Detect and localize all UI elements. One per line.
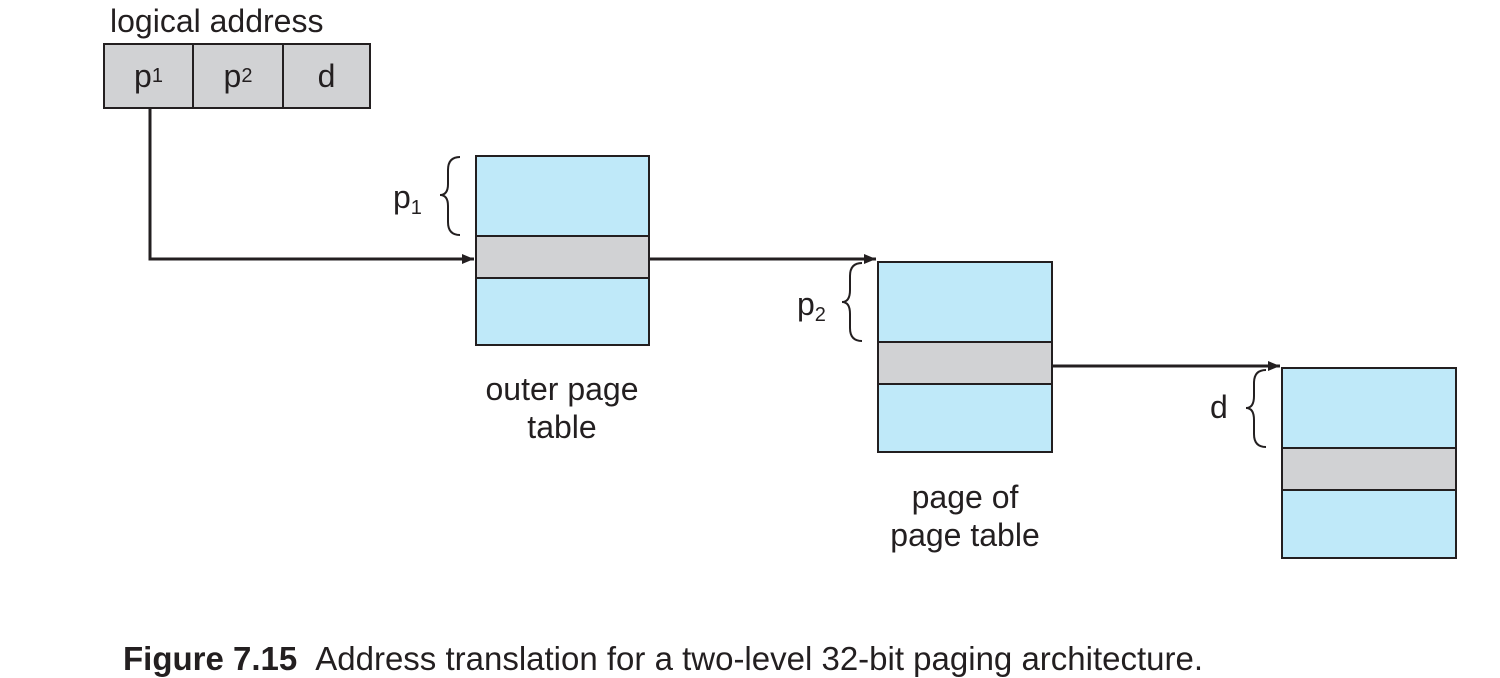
frame-entry bbox=[1281, 447, 1457, 491]
inner-table-entry bbox=[877, 341, 1053, 385]
outer-table-brace bbox=[439, 156, 461, 236]
outer-page-table-label: outer page table bbox=[485, 371, 639, 445]
physical-page bbox=[1245, 367, 1457, 559]
logical-address-label: logical address bbox=[110, 3, 324, 39]
figure-number: Figure 7.15 bbox=[123, 640, 298, 677]
frame-brace bbox=[1245, 369, 1267, 448]
frame-offset-label: d bbox=[1210, 389, 1228, 425]
inner-table-brace bbox=[841, 262, 863, 342]
address-field-d: d bbox=[317, 57, 336, 94]
outer-table-index-label: p1 bbox=[393, 179, 422, 219]
outer-table-entry bbox=[475, 235, 650, 279]
logical-address-register bbox=[103, 43, 371, 109]
figure-caption: Figure 7.15 Address translation for a two… bbox=[123, 640, 1203, 678]
inner-table-index-label: p2 bbox=[797, 286, 826, 326]
arrow-p1-to-outer-table bbox=[148, 108, 474, 264]
caption-text: Address translation for a two-level 32-b… bbox=[315, 640, 1204, 677]
page-of-page-table bbox=[841, 261, 1053, 453]
outer-page-table bbox=[439, 155, 650, 346]
page-of-page-table-label: page of page table bbox=[890, 479, 1040, 553]
register-box bbox=[103, 43, 371, 109]
